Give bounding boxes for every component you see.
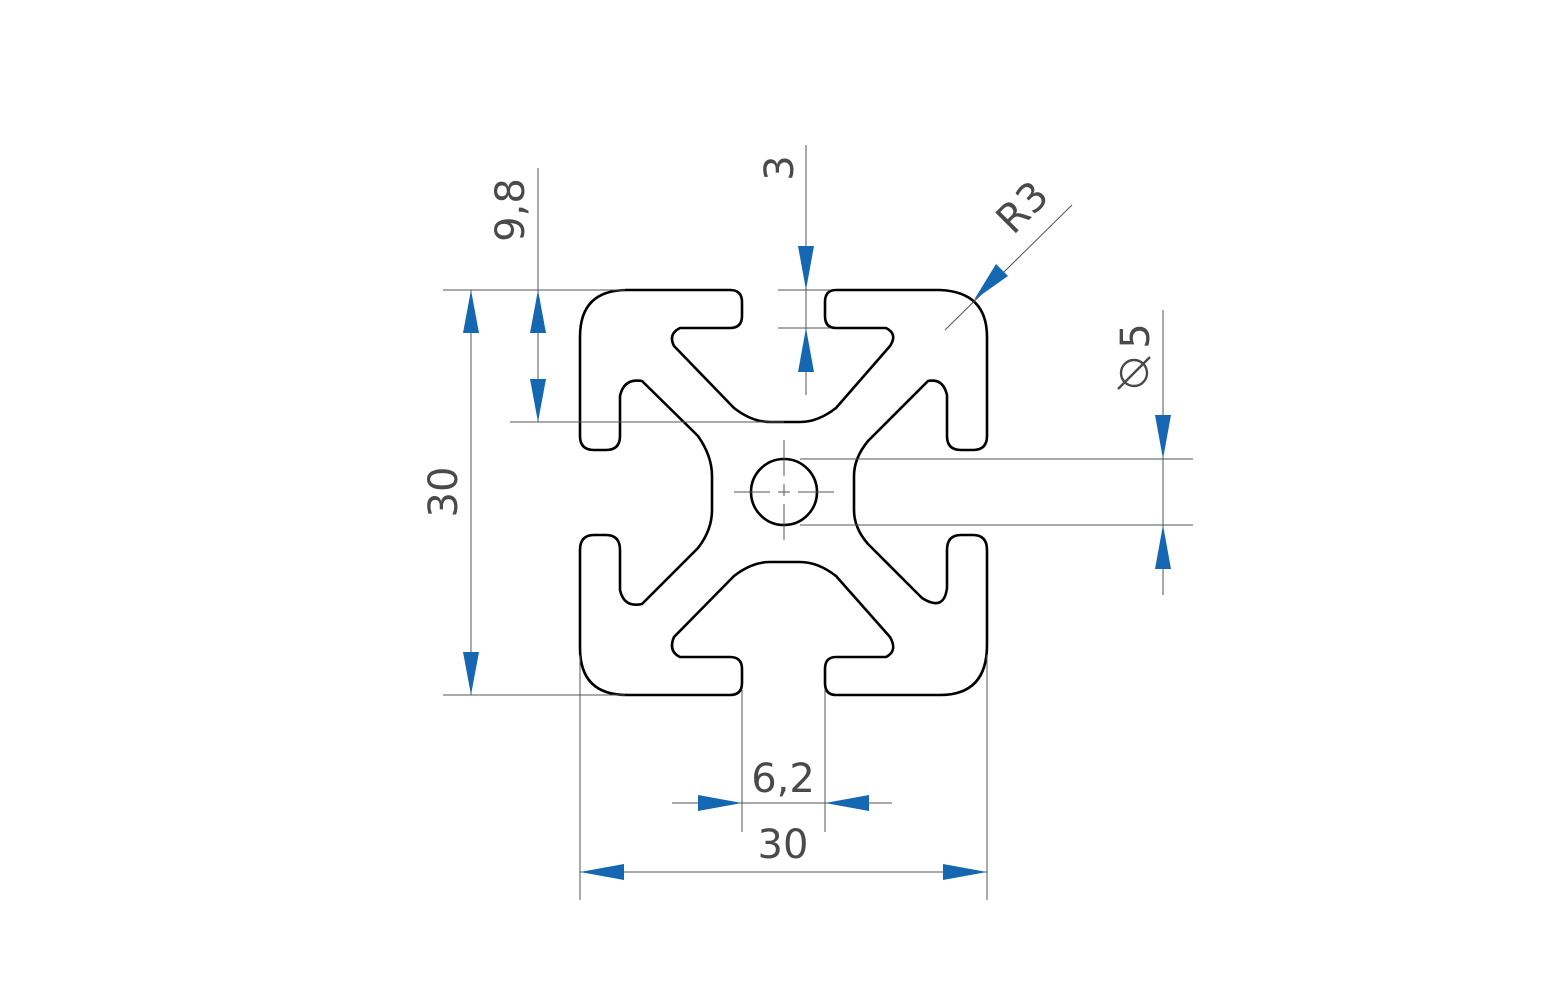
arrow-slot-right bbox=[825, 795, 869, 811]
dim-wall-thickness: 3 bbox=[757, 155, 803, 180]
arrow-radius bbox=[974, 264, 1008, 300]
dim-height: 30 bbox=[421, 467, 467, 518]
arrow-height-top bbox=[463, 290, 479, 333]
arrow-wall-bottom bbox=[798, 328, 814, 372]
arrow-wall-top bbox=[798, 246, 814, 290]
dimension-arrows bbox=[463, 246, 1171, 880]
arrow-depth-top bbox=[530, 290, 546, 333]
arrow-height-bottom bbox=[463, 652, 479, 695]
dim-bore-diameter: 5 bbox=[1113, 323, 1159, 348]
arrow-bore-bottom bbox=[1155, 525, 1171, 569]
arrow-width-right bbox=[943, 864, 987, 880]
dim-slot-width: 6,2 bbox=[751, 756, 815, 802]
arrow-width-left bbox=[580, 864, 624, 880]
arrow-bore-top bbox=[1155, 415, 1171, 459]
arrow-slot-left bbox=[698, 795, 742, 811]
dim-width: 30 bbox=[758, 822, 809, 868]
dim-corner-radius: R3 bbox=[988, 173, 1058, 243]
diameter-symbol-icon bbox=[1117, 356, 1151, 390]
dim-slot-depth: 9,8 bbox=[488, 178, 534, 242]
arrow-depth-bottom bbox=[530, 379, 546, 422]
